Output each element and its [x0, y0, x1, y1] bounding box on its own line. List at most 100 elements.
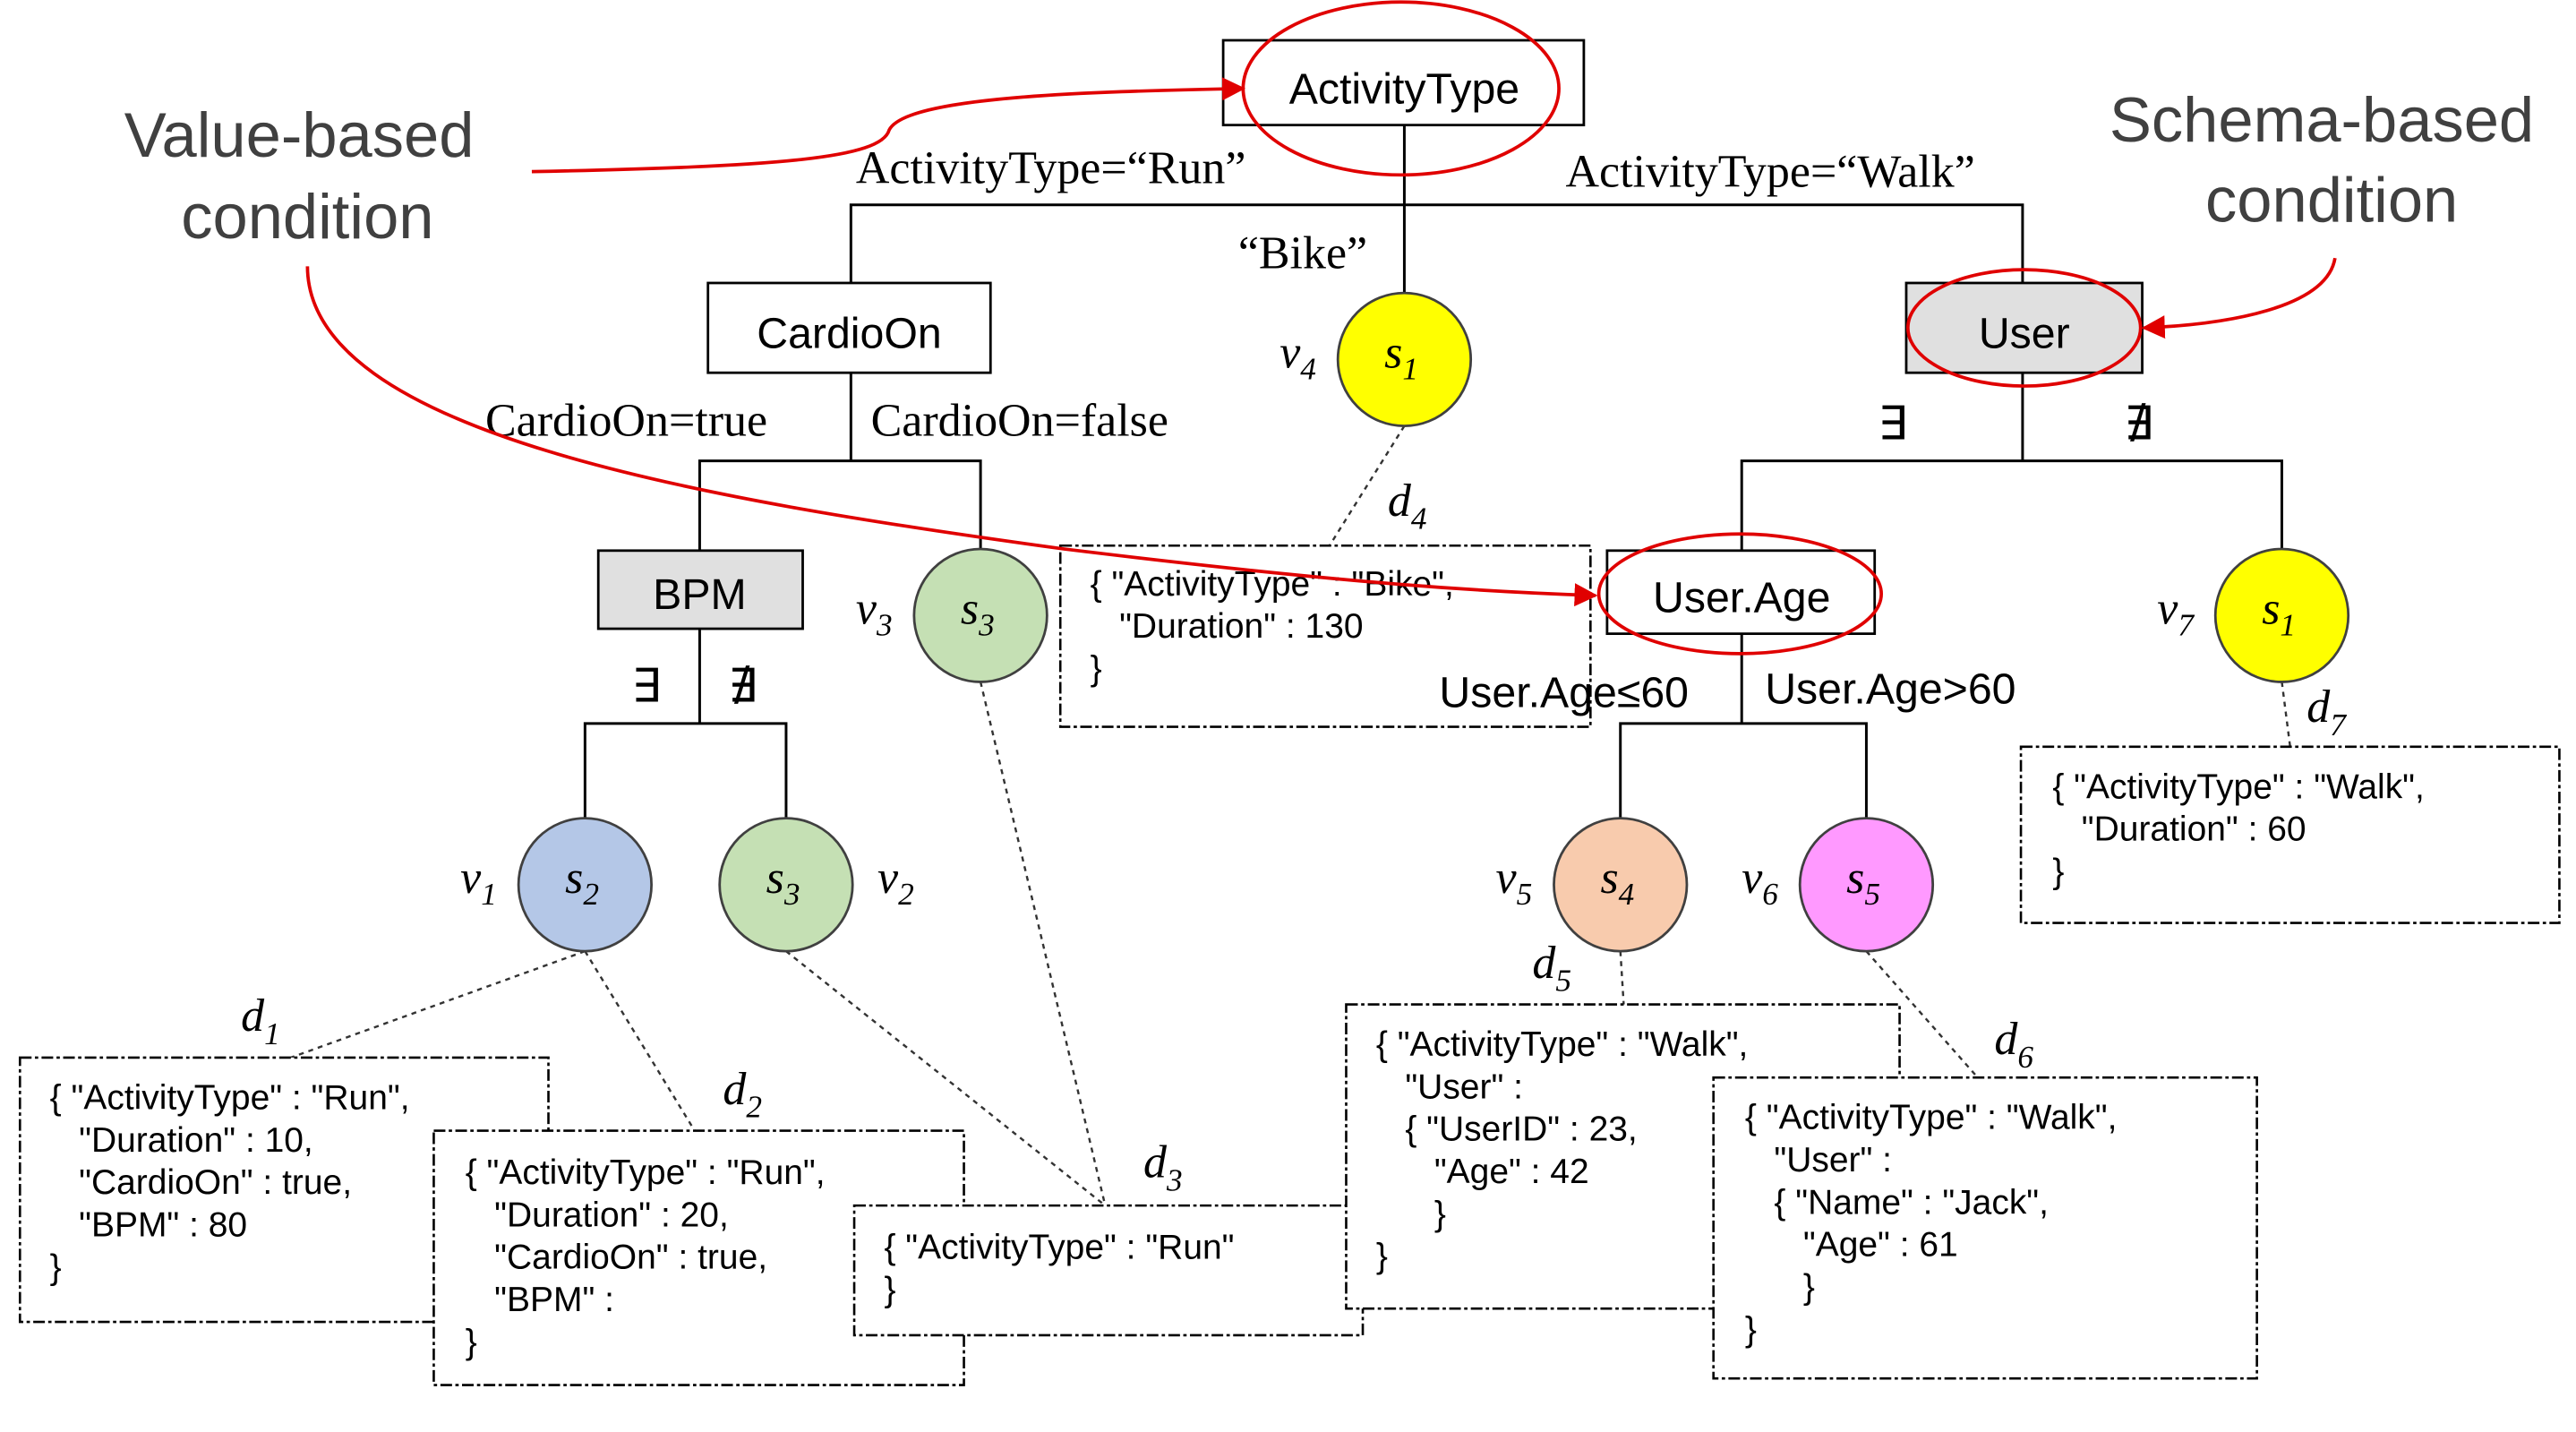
highlight-user [1905, 268, 2143, 388]
schema-label: s3 [766, 853, 800, 912]
leaf-v1: s2 v1 [460, 817, 653, 953]
arrow-to-user-age [305, 266, 1598, 607]
doc-line: "CardioOn" : true, [50, 1163, 352, 1202]
schema-circle [2213, 547, 2350, 683]
node-user: User [1904, 281, 2144, 374]
edge-label-age-le: User.Age≤60 [1439, 668, 1689, 716]
doc-line: "User" : [1376, 1068, 1523, 1106]
schema-circle [1553, 817, 1689, 953]
doc-line: { "Name" : "Jack", [1745, 1183, 2049, 1222]
edge-label-bpm-not-exists: ∄ [728, 662, 757, 713]
variable-label: v7 [2157, 583, 2195, 642]
doc-line: { "ActivityType" : "Run" [884, 1229, 1234, 1267]
variable-label: v6 [1742, 853, 1778, 912]
doc-line: } [1376, 1195, 1446, 1233]
annotation-value-based-line1: Value-based [124, 99, 475, 170]
doc-d4: { "ActivityType" : "Bike", "Duration" : … [1058, 544, 1592, 728]
doc-line: } [466, 1323, 477, 1361]
doc-d3: { "ActivityType" : "Run"} [852, 1204, 1365, 1337]
leaf-v2: s3 v2 [718, 817, 914, 953]
node-cardio-on: CardioOn [706, 281, 992, 374]
doc-line: } [1376, 1238, 1388, 1276]
leaf-v7: s1 v7 [2157, 547, 2350, 683]
edge-label-bpm-exists: ∃ [631, 662, 661, 713]
variable-label: v5 [1496, 853, 1533, 912]
schema-label: s1 [2262, 583, 2296, 642]
doc-d6: { "ActivityType" : "Walk", "User" : { "N… [1712, 1076, 2258, 1380]
doc-line: "BPM" : [466, 1281, 614, 1319]
doc-label-d3: d3 [1143, 1137, 1183, 1198]
annotation-schema-based-line2: condition [2205, 164, 2458, 235]
doc-line: "User" : [1745, 1141, 1892, 1179]
variable-label: v3 [856, 583, 893, 642]
doc-line: "Age" : 42 [1376, 1153, 1589, 1191]
svg-text:User: User [1979, 309, 2070, 357]
highlight-user-age [1596, 532, 1883, 656]
doc-label-d4: d4 [1388, 476, 1427, 536]
doc-line: } [50, 1248, 62, 1287]
edge-label-user-exists: ∃ [1878, 399, 1907, 450]
schema-circle [1798, 817, 1935, 953]
doc-line: "Duration" : 20, [466, 1196, 729, 1234]
annotation-schema-based-line1: Schema-based [2110, 84, 2534, 155]
schema-circle [912, 547, 1048, 683]
doc-line: "Duration" : 60 [2052, 810, 2306, 849]
schema-circle [517, 817, 653, 953]
doc-line: } [884, 1271, 895, 1309]
doc-line: } [2052, 853, 2064, 891]
doc-line: { "ActivityType" : "Walk", [1745, 1099, 2118, 1137]
doc-line: { "UserID" : 23, [1376, 1110, 1638, 1149]
edge-label-cardio-true: CardioOn=true [485, 396, 767, 447]
node-bpm: BPM [596, 549, 804, 630]
edge-label-user-not-exists: ∄ [2124, 399, 2153, 450]
doc-line: "Duration" : 130 [1091, 607, 1364, 646]
doc-line: } [1091, 650, 1102, 689]
svg-text:BPM: BPM [653, 570, 747, 619]
doc-line: { "ActivityType" : "Walk", [2052, 767, 2425, 806]
arrow-to-activity-type [531, 77, 1245, 174]
doc-leaders [290, 424, 2291, 1207]
node-activity-type: ActivityType [1221, 39, 1586, 127]
doc-line: "Duration" : 10, [50, 1121, 313, 1160]
edge-label-walk: ActivityType=“Walk” [1565, 146, 1974, 197]
doc-label-d1: d1 [241, 990, 280, 1051]
edge-label-run: ActivityType=“Run” [856, 143, 1246, 194]
doc-d2: { "ActivityType" : "Run", "Duration" : 2… [432, 1129, 965, 1386]
schema-label: s1 [1384, 328, 1418, 387]
doc-line: { "ActivityType" : "Walk", [1376, 1025, 1749, 1064]
doc-line: { "ActivityType" : "Run", [50, 1078, 410, 1117]
svg-text:CardioOn: CardioOn [757, 309, 942, 357]
schema-circle [1336, 291, 1473, 427]
edge-label-bike: “Bike” [1238, 227, 1367, 279]
variable-label: v1 [460, 853, 497, 912]
variable-label: v2 [877, 853, 914, 912]
schema-label: s3 [961, 583, 995, 642]
doc-line: "Age" : 61 [1745, 1226, 1958, 1265]
doc-label-d5: d5 [1532, 938, 1571, 999]
doc-line: { "ActivityType" : "Run", [466, 1153, 826, 1192]
edge-label-cardio-false: CardioOn=false [871, 396, 1168, 447]
svg-text:User.Age: User.Age [1653, 573, 1830, 622]
annotation-value-based-line2: condition [181, 181, 433, 252]
svg-text:ActivityType: ActivityType [1289, 65, 1519, 114]
leaf-v3: s3 v3 [856, 547, 1048, 683]
schema-label: s2 [565, 853, 599, 912]
doc-line: } [1745, 1268, 1815, 1307]
doc-label-d2: d2 [723, 1064, 762, 1125]
node-user-age: User.Age [1605, 549, 1877, 636]
highlight-marks [305, 0, 2337, 656]
doc-line: "CardioOn" : true, [466, 1239, 767, 1277]
doc-label-d7: d7 [2306, 682, 2347, 742]
doc-label-d6: d6 [1994, 1014, 2033, 1075]
doc-line: "BPM" : 80 [50, 1205, 247, 1244]
doc-d7: { "ActivityType" : "Walk", "Duration" : … [2019, 745, 2561, 924]
arrow-to-user [2141, 257, 2337, 339]
leaf-v4: s1 v4 [1279, 291, 1473, 427]
edge-label-age-gt: User.Age>60 [1765, 665, 2015, 714]
variable-label: v4 [1279, 328, 1316, 387]
doc-line: } [1745, 1310, 1757, 1349]
schema-circle [718, 817, 854, 953]
